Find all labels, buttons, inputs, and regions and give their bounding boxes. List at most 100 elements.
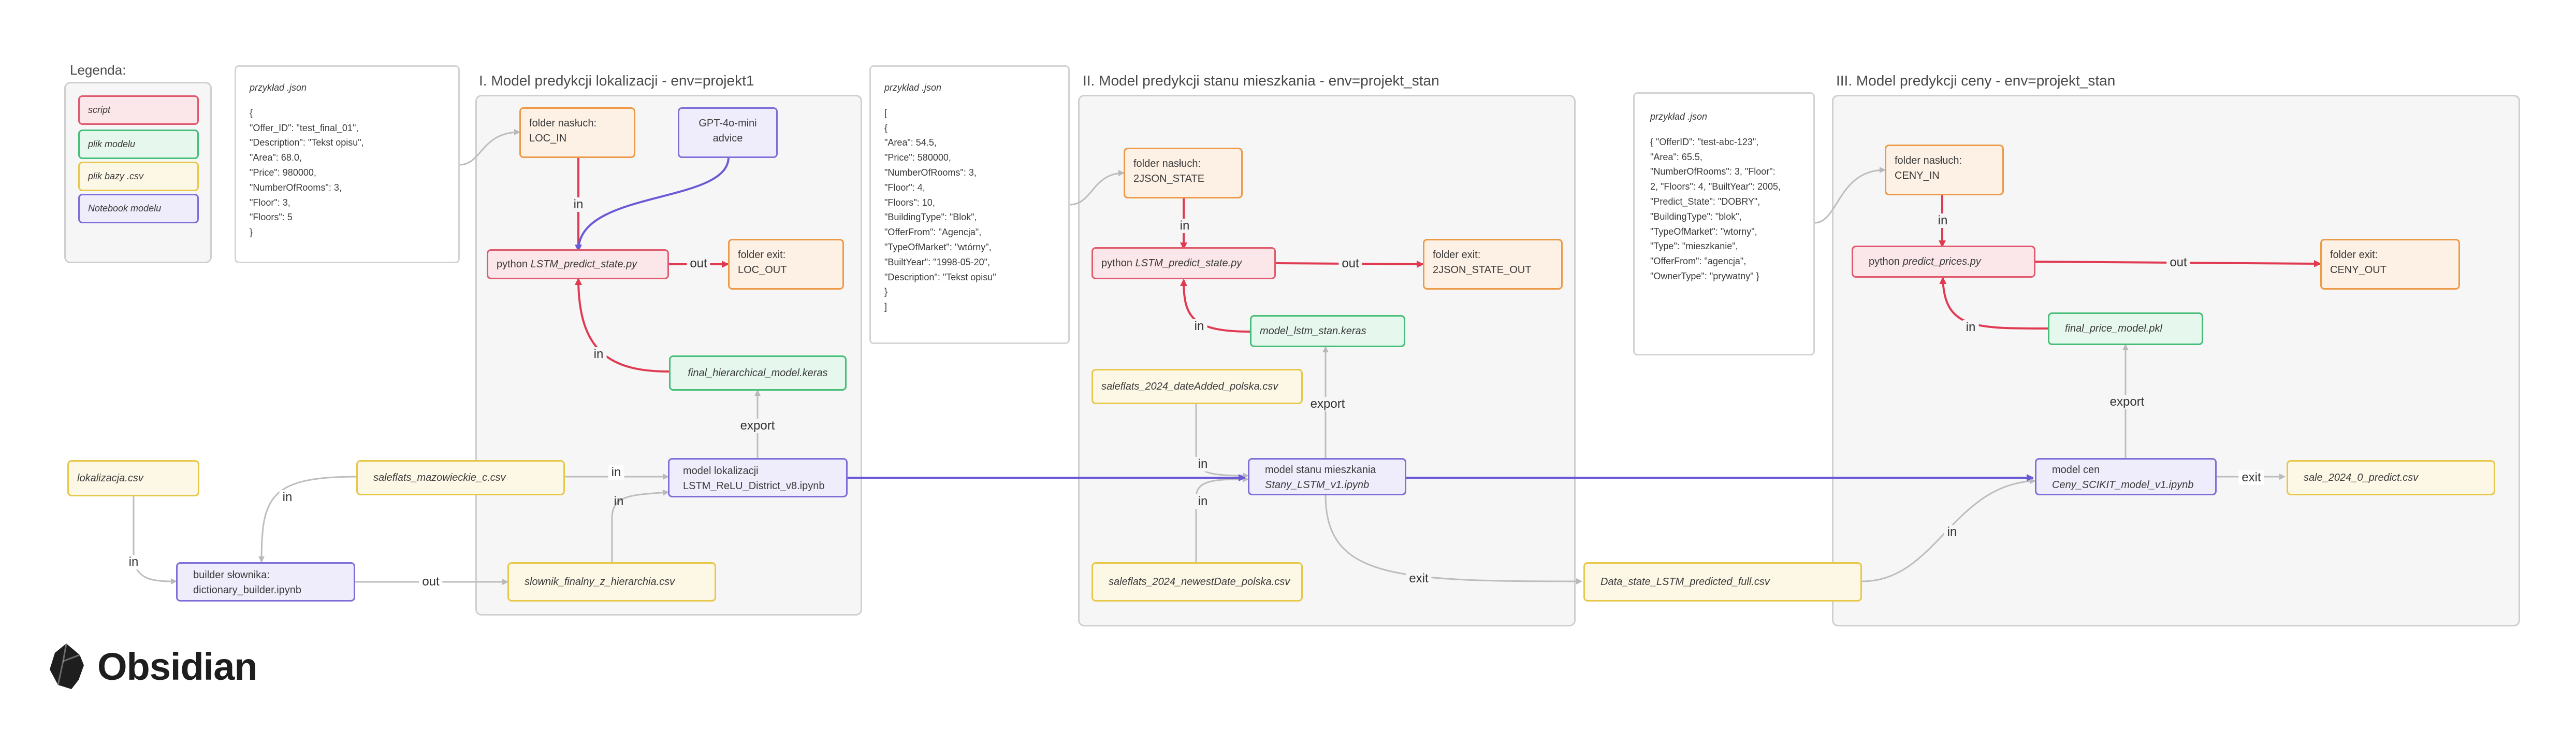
- folder-json-state-in: folder nasłuch:2JSON_STATE: [1124, 148, 1243, 198]
- json-line: 2, "Floors": 4, "BuiltYear": 2005,: [1650, 181, 1781, 192]
- csv-slownik: slownik_finalny_z_hierarchia.csv: [507, 562, 716, 602]
- group-location-model: [475, 95, 862, 616]
- model-file-price-pkl: final_price_model.pkl: [2048, 312, 2203, 345]
- json-line: "Area": 65.5,: [1650, 151, 1702, 162]
- json-line: "OfferFrom": "Agencja",: [884, 227, 982, 238]
- json-line: "NumberOfRooms": 3,: [884, 167, 977, 178]
- edge-label-in: in: [279, 490, 296, 505]
- json-line: }: [250, 227, 253, 238]
- edge-label-in: in: [1944, 525, 1960, 539]
- edge-label-in: in: [1195, 457, 1211, 471]
- legend-model-file: plik modelu: [78, 130, 199, 159]
- script-loc-predict: python LSTM_predict_state.py: [487, 249, 669, 279]
- edge-label-in: in: [608, 465, 624, 480]
- legend-title: Legenda:: [70, 62, 126, 78]
- edge-json1-locin: [459, 129, 520, 166]
- script-state-predict: python LSTM_predict_state.py: [1091, 247, 1276, 279]
- notebook-dictionary-builder: builder słownika:dictionary_builder.ipyn…: [176, 562, 355, 602]
- legend-script: script: [78, 95, 199, 125]
- obsidian-logo: Obsidian: [48, 642, 258, 690]
- edge-label-exit: exit: [2238, 470, 2264, 485]
- edge-label-in: in: [590, 347, 607, 362]
- csv-data-state-predicted: Data_state_LSTM_predicted_full.csv: [1583, 562, 1862, 602]
- edge-saleflats-builder: [258, 476, 357, 563]
- json-line: "Area": 54.5,: [884, 137, 937, 148]
- edge-gpt-pyloc: [575, 156, 730, 252]
- folder-ceny-out: folder exit:CENY_OUT: [2320, 239, 2460, 290]
- json-line: {: [884, 122, 888, 133]
- edge-label-export: export: [737, 419, 778, 433]
- json-line: { "OfferID": "test-abc-123",: [1650, 136, 1759, 147]
- json-line: "NumberOfRooms": 3,: [250, 182, 342, 193]
- json-line: "Description": "Tekst opisu": [884, 272, 996, 282]
- json-line: {: [250, 107, 253, 118]
- json-example-state: przykład .json [{"Area": 54.5,"Price": 5…: [869, 65, 1070, 344]
- edge-label-in: in: [570, 197, 587, 212]
- group-state-model: [1078, 95, 1576, 626]
- json-line: "Price": 580000,: [884, 152, 951, 163]
- edge-label-out: out: [2166, 255, 2190, 270]
- edge-label-in: in: [1195, 494, 1211, 509]
- edge-label-in: in: [614, 494, 624, 508]
- edge-label-in: in: [125, 555, 142, 569]
- json-line: [: [884, 107, 887, 118]
- json-line: "Predict_State": "DOBRY",: [1650, 196, 1760, 207]
- edge-label-in: in: [1934, 213, 1951, 228]
- json-line: "Type": "mieszkanie",: [1650, 241, 1738, 252]
- edge-label-export: export: [2106, 395, 2148, 409]
- edge-json2-statein: [1069, 170, 1125, 206]
- csv-saleflats-mazowieckie: saleflats_mazowieckie_c.csv: [356, 460, 565, 495]
- json-line: "BuiltYear": "1998-05-20",: [884, 256, 991, 267]
- json-example-location: przykład .json {"Offer_ID": "test_final_…: [235, 65, 460, 263]
- group-price-title: III. Model predykcji ceny - env=projekt_…: [1836, 73, 2116, 89]
- json-line: "Floors": 5: [250, 212, 293, 223]
- group-location-title: I. Model predykcji lokalizacji - env=pro…: [479, 73, 754, 89]
- json-line: "Floor": 3,: [250, 197, 290, 208]
- json-line: "Area": 68.0,: [250, 152, 302, 163]
- json-line: "BuildingType": "blok",: [1650, 211, 1742, 222]
- json-line: "NumberOfRooms": 3, "Floor":: [1650, 166, 1775, 177]
- json-line: "OfferFrom": "agencja",: [1650, 256, 1747, 267]
- json-line: "Offer_ID": "test_final_01",: [250, 122, 359, 133]
- json-line: "TypeOfMarket": "wtórny",: [884, 241, 992, 252]
- json-example-price: przykład .json { "OfferID": "test-abc-12…: [1633, 92, 1815, 355]
- json-line: "BuildingType": "Blok",: [884, 212, 977, 223]
- edge-label-out: out: [687, 256, 710, 271]
- script-predict-prices: python predict_prices.py: [1852, 246, 2035, 278]
- legend-notebook: Notebook modelu: [78, 194, 199, 223]
- json-line: "Price": 980000,: [250, 167, 316, 178]
- folder-loc-out: folder exit:LOC_OUT: [728, 239, 844, 290]
- edge-label-out: out: [1338, 256, 1362, 271]
- json-line: "Description": "Tekst opisu",: [250, 137, 364, 148]
- json-line: "OwnerType": "prywatny" }: [1650, 270, 1759, 281]
- legend-csv-file: plik bazy .csv: [78, 162, 199, 191]
- csv-saleflats-date-added: saleflats_2024_dateAdded_polska.csv: [1091, 369, 1303, 404]
- json-line: "Floor": 4,: [884, 182, 925, 193]
- folder-state-out: folder exit:2JSON_STATE_OUT: [1423, 239, 1563, 290]
- csv-saleflats-newest: saleflats_2024_newestDate_polska.csv: [1091, 562, 1303, 602]
- edge-slownik-modellok: [611, 489, 669, 562]
- json-line: ]: [884, 302, 887, 312]
- edge-modelstan-datastate: [1325, 495, 1582, 584]
- edge-label-in: in: [1176, 219, 1193, 233]
- folder-loc-in: folder nasłuch:LOC_IN: [519, 107, 635, 158]
- edge-label-in: in: [1191, 319, 1207, 334]
- folder-ceny-in: folder nasłuch:CENY_IN: [1885, 145, 2004, 195]
- obsidian-logo-text: Obsidian: [97, 645, 258, 688]
- csv-lokalizacja: lokalizacja.csv: [67, 460, 199, 496]
- json-line: "TypeOfMarket": "wtorny",: [1650, 226, 1757, 237]
- group-state-title: II. Model predykcji stanu mieszkania - e…: [1083, 73, 1439, 89]
- edge-label-export: export: [1307, 397, 1348, 411]
- edge-newest-modelstan: [1195, 476, 1249, 562]
- model-file-hierarchical: final_hierarchical_model.keras: [669, 355, 847, 391]
- edge-label-out: out: [419, 575, 443, 589]
- json-line: }: [884, 287, 888, 297]
- json-line: "Floors": 10,: [884, 197, 935, 208]
- edge-json3-cenyin: [1814, 167, 1886, 224]
- csv-sale-predict: sale_2024_0_predict.csv: [2287, 460, 2495, 495]
- edge-label-in: in: [1962, 320, 1979, 335]
